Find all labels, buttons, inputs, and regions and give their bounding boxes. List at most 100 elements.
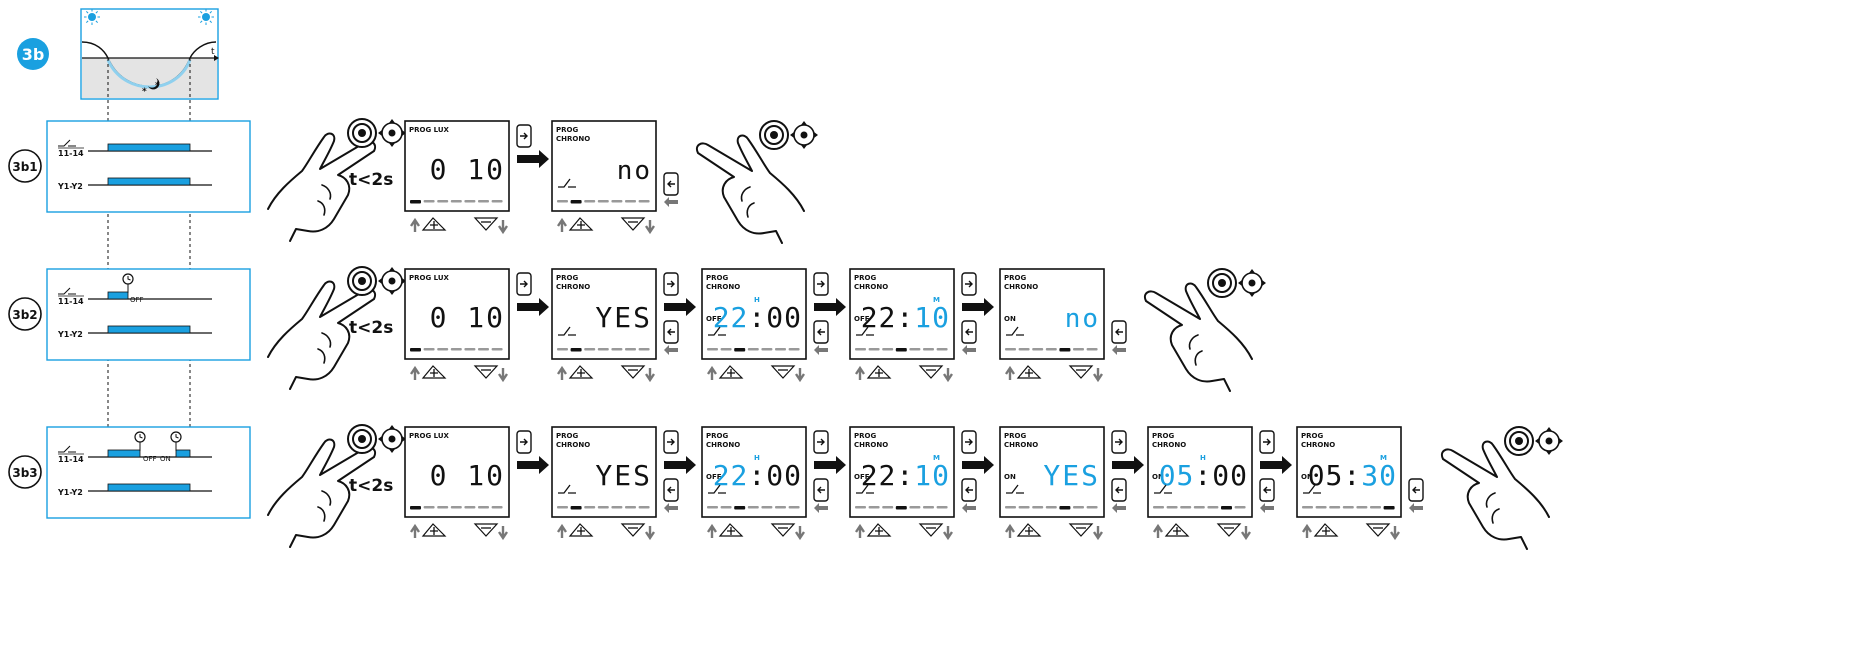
lcd-progress-segment: [1343, 506, 1354, 509]
lcd-value: no: [617, 156, 652, 186]
signal-pulse: [108, 450, 140, 457]
lcd-value: YES: [595, 459, 652, 492]
lcd-progress-segment: [1167, 506, 1178, 509]
lcd-progress-segment: [424, 506, 435, 509]
lcd-progress-segment: [896, 348, 907, 352]
signal-pulse: [108, 292, 128, 299]
selector-knob-icon: [348, 267, 406, 295]
back-arrow: [962, 503, 976, 513]
pressing-hand-icon: [1145, 284, 1252, 391]
lcd-progress-segment: [492, 506, 503, 509]
sun-icon: [84, 9, 100, 25]
plus-minus-keys: [411, 218, 507, 232]
lcd-progress-segment: [598, 506, 609, 509]
lcd-progress-segment: [909, 506, 920, 509]
right-key-icon: [664, 273, 678, 295]
up-arrow-icon: [708, 368, 716, 380]
down-arrow-icon: [1242, 526, 1250, 538]
left-key-icon: [962, 321, 976, 343]
left-key-icon: [814, 479, 828, 501]
daylight-panel-ground: [82, 58, 217, 98]
channel-label: 11-14: [58, 297, 84, 306]
lcd-progress-segment: [464, 200, 475, 203]
lcd-title: CHRONO: [556, 135, 590, 143]
up-arrow-icon: [708, 526, 716, 538]
lcd-screen: PROGCHRONOOFFM22:10: [850, 269, 954, 359]
lcd-progress-segment: [1329, 506, 1340, 509]
lcd-progress-segment: [869, 348, 880, 351]
lcd-progress-segment: [451, 348, 462, 351]
lcd-time-part: 30: [1361, 459, 1397, 492]
plus-minus-keys: [411, 366, 507, 380]
down-arrow-icon: [1391, 526, 1399, 538]
lcd-title: PROG: [1152, 432, 1174, 440]
lcd-progress-segment: [424, 200, 435, 203]
next-step-arrow: [962, 298, 994, 316]
lcd-title: PROG: [556, 274, 578, 282]
minus-key-icon: [920, 524, 942, 536]
next-step-arrow: [1260, 456, 1292, 474]
minus-key-icon: [920, 366, 942, 378]
down-arrow-icon: [1094, 526, 1102, 538]
left-key-icon: [1260, 479, 1274, 501]
pressing-hand-icon: [697, 136, 804, 243]
lcd-time-part: 05:: [1308, 459, 1362, 492]
back-arrow: [664, 503, 678, 513]
lcd-screen: PROGCHRONOONYES: [1000, 427, 1104, 517]
lcd-title: PROG: [1004, 274, 1026, 282]
lcd-progress-segment: [424, 348, 435, 351]
selector-knob-icon: [1208, 269, 1266, 297]
lcd-progress-segment: [1180, 506, 1191, 509]
lcd-progress-segment: [1194, 506, 1205, 509]
lcd-time-part: 10: [914, 459, 950, 492]
lcd-progress-segment: [923, 348, 934, 351]
minus-key-icon: [1070, 366, 1092, 378]
hold-time-label: t<2s: [349, 476, 393, 496]
step-badge-label: 3b: [22, 45, 45, 64]
left-key-icon: [1112, 479, 1126, 501]
lcd-time-part: :00: [748, 301, 802, 334]
selector-knob-icon: [1505, 427, 1563, 455]
plus-minus-keys: [558, 524, 654, 538]
lcd-progress-segment: [639, 506, 650, 509]
lcd-value: 0 10: [430, 153, 505, 186]
lcd-progress-segment: [1087, 348, 1098, 351]
up-arrow-icon: [1006, 526, 1014, 538]
next-step-arrow: [664, 456, 696, 474]
lcd-screen: PROGCHRONOONM05:30: [1297, 427, 1401, 517]
lcd-title: PROG: [706, 274, 728, 282]
plus-minus-keys: [1006, 524, 1102, 538]
lcd-time-part: 22:: [861, 459, 915, 492]
lcd-title: CHRONO: [1004, 283, 1038, 291]
lcd-progress-segment: [775, 348, 786, 351]
lcd-title: CHRONO: [706, 283, 740, 291]
lcd-progress-segment: [734, 348, 745, 352]
lcd-progress-segment: [611, 348, 622, 351]
lcd-progress-segment: [1046, 506, 1057, 509]
row-badge-label: 3b2: [12, 308, 37, 322]
lcd-progress-segment: [734, 506, 745, 510]
timer-note: ON: [160, 455, 171, 463]
lcd-state-label: ON: [1004, 315, 1016, 323]
lcd-title: PROG: [556, 126, 578, 134]
lcd-time-value: 22:10: [861, 301, 950, 334]
lcd-time-part: 10: [914, 301, 950, 334]
lcd-value: YES: [595, 301, 652, 334]
next-step-arrow: [814, 456, 846, 474]
lcd-value: no: [1065, 304, 1100, 334]
lcd-progress-segment: [451, 200, 462, 203]
down-arrow-icon: [646, 526, 654, 538]
signal-pulse: [108, 326, 190, 333]
down-arrow-icon: [499, 526, 507, 538]
lcd-progress-segment: [1235, 506, 1246, 509]
up-arrow-icon: [411, 220, 419, 232]
lcd-time-part: :00: [1194, 459, 1248, 492]
signal-pulse: [108, 484, 190, 491]
lcd-progress-segment: [492, 348, 503, 351]
lcd-title: PROG: [1301, 432, 1323, 440]
plus-minus-keys: [708, 524, 804, 538]
